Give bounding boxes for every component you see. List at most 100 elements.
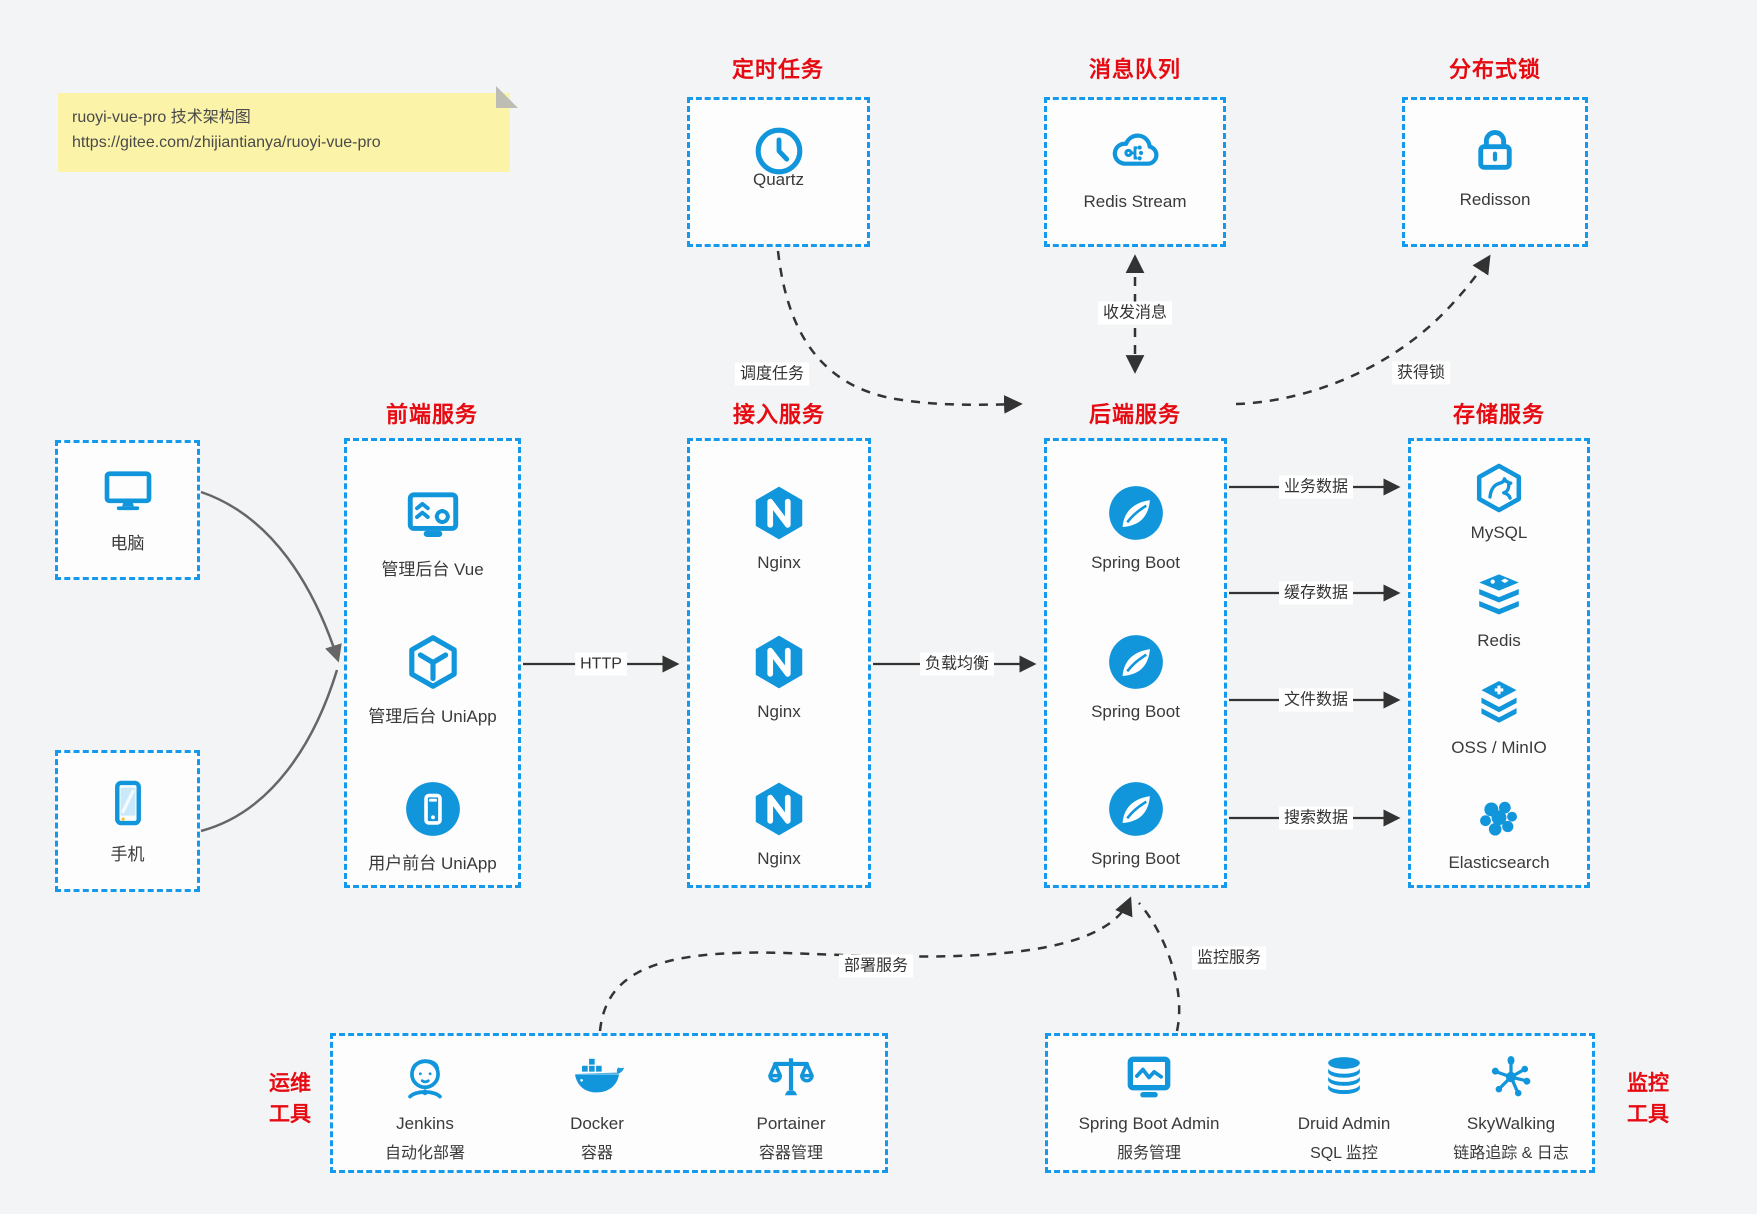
- monitor-service-arrow: [1138, 902, 1181, 1032]
- docker-name: Docker: [570, 1114, 624, 1133]
- spring-boot-icon: [1108, 782, 1163, 836]
- uniapp-cube-icon: [408, 635, 457, 689]
- load-balance-arrow-label: 负载均衡: [919, 652, 995, 676]
- jenkins-node: Jenkins 自动化部署: [330, 1049, 520, 1163]
- note-fold-corner: [496, 86, 518, 108]
- lock-icon: [1478, 130, 1512, 170]
- group-title-backend: 后端服务: [1088, 402, 1182, 427]
- mobile-icon: [114, 780, 141, 826]
- nginx-icon: [755, 782, 803, 836]
- mobile-client-box: 手机: [55, 750, 200, 892]
- search-data-arrow-label: 搜索数据: [1278, 806, 1354, 830]
- redisson-label: Redisson: [1459, 190, 1531, 209]
- skywalking-desc: 链路追踪 & 日志: [1453, 1145, 1569, 1162]
- http-arrow-label: HTTP: [575, 652, 627, 676]
- redis-stream-box: Redis Stream: [1044, 97, 1226, 247]
- druid-icon: [1328, 1057, 1360, 1095]
- cloud-stream-icon: [1112, 133, 1159, 166]
- admin-uniapp-label: 管理后台 UniApp: [368, 707, 497, 726]
- access-services-box: Nginx Nginx Nginx: [687, 438, 871, 888]
- druid-admin-node: Druid Admin SQL 监控: [1249, 1049, 1439, 1163]
- send-receive-message-label: 收发消息: [1097, 301, 1173, 325]
- nginx-label: Nginx: [757, 849, 801, 868]
- spring-boot-admin-node: Spring Boot Admin 服务管理: [1054, 1049, 1244, 1163]
- file-data-arrow-label: 文件数据: [1278, 688, 1354, 712]
- group-title-scheduled-task: 定时任务: [731, 57, 825, 82]
- nginx-icon: [755, 486, 803, 540]
- admin-vue-icon: [407, 492, 458, 537]
- portainer-icon: [768, 1058, 814, 1096]
- storage-services-box: MySQL Redis OSS / MinIO: [1408, 438, 1590, 888]
- frontend-services-box: 管理后台 Vue 管理后台 UniApp 用户前台 UniApp: [344, 438, 521, 888]
- mysql-icon: [1476, 463, 1522, 513]
- group-title-frontend: 前端服务: [385, 402, 479, 427]
- user-uniapp-label: 用户前台 UniApp: [368, 854, 497, 873]
- schedule-task-arrow: [776, 250, 1023, 414]
- mysql-label: MySQL: [1470, 523, 1528, 542]
- spring-boot-admin-name: Spring Boot Admin: [1078, 1114, 1220, 1133]
- nginx-icon: [755, 635, 803, 689]
- portainer-desc: 容器管理: [758, 1145, 823, 1162]
- admin-vue-label: 管理后台 Vue: [381, 560, 484, 579]
- mobile-client-label: 手机: [110, 845, 145, 864]
- monitor-tools-side-label: 监控 工具: [1627, 1072, 1669, 1126]
- mobile-to-frontend-connector: [200, 669, 339, 833]
- desktop-icon: [104, 471, 151, 511]
- deploy-service-label: 部署服务: [838, 954, 914, 978]
- spring-boot-admin-icon: [1127, 1056, 1171, 1098]
- note-url: https://gitee.com/zhijiantianya/ruoyi-vu…: [72, 134, 381, 151]
- pc-to-frontend-connector: [200, 490, 342, 663]
- group-title-access: 接入服务: [732, 402, 826, 427]
- backend-services-box: Spring Boot Spring Boot Spring Boot: [1044, 438, 1227, 888]
- redis-icon: [1479, 574, 1519, 615]
- nginx-label: Nginx: [757, 702, 801, 721]
- acquire-lock-arrow: [1235, 254, 1491, 406]
- monitor-tools-box: Spring Boot Admin 服务管理 Druid Admin SQL 监…: [1045, 1033, 1595, 1173]
- druid-admin-desc: SQL 监控: [1310, 1145, 1378, 1162]
- oss-icon: [1481, 680, 1517, 723]
- user-app-icon: [405, 782, 460, 836]
- redis-stream-label: Redis Stream: [1083, 192, 1187, 211]
- note-title: ruoyi-vue-pro 技术架构图: [72, 109, 251, 126]
- spring-boot-icon: [1108, 635, 1163, 689]
- group-title-storage: 存储服务: [1452, 402, 1546, 427]
- spring-boot-icon: [1108, 486, 1163, 540]
- clock-icon: [755, 127, 802, 175]
- spring-boot-admin-desc: 服务管理: [1116, 1145, 1181, 1162]
- group-title-message-queue: 消息队列: [1088, 57, 1182, 82]
- docker-node: Docker 容器: [502, 1049, 692, 1163]
- skywalking-icon: [1491, 1056, 1531, 1097]
- portainer-node: Portainer 容器管理: [696, 1049, 886, 1163]
- redisson-box: Redisson: [1402, 97, 1588, 247]
- nginx-label: Nginx: [757, 553, 801, 572]
- ops-tools-box: Jenkins 自动化部署 Docker 容器: [330, 1033, 888, 1173]
- ops-tools-side-label: 运维 工具: [269, 1072, 311, 1126]
- skywalking-name: SkyWalking: [1466, 1114, 1556, 1133]
- group-title-distributed-lock: 分布式锁: [1448, 57, 1542, 82]
- jenkins-icon: [408, 1059, 442, 1099]
- portainer-name: Portainer: [756, 1114, 826, 1133]
- jenkins-name: Jenkins: [396, 1114, 454, 1133]
- sticky-note: ruoyi-vue-pro 技术架构图 https://gitee.com/zh…: [58, 86, 518, 172]
- spring-boot-label: Spring Boot: [1091, 849, 1180, 868]
- redis-label: Redis: [1477, 631, 1521, 650]
- spring-boot-label: Spring Boot: [1091, 553, 1180, 572]
- acquire-lock-label: 获得锁: [1391, 361, 1451, 385]
- spring-boot-label: Spring Boot: [1091, 702, 1180, 721]
- monitor-service-label: 监控服务: [1191, 946, 1267, 970]
- jenkins-desc: 自动化部署: [384, 1145, 465, 1162]
- elasticsearch-icon: [1480, 801, 1517, 836]
- oss-minio-label: OSS / MinIO: [1451, 738, 1547, 757]
- schedule-task-label: 调度任务: [734, 362, 810, 386]
- quartz-box: Quartz: [687, 97, 870, 247]
- druid-admin-name: Druid Admin: [1297, 1114, 1391, 1133]
- docker-icon: [575, 1058, 625, 1093]
- pc-client-box: 电脑: [55, 440, 200, 580]
- elasticsearch-label: Elasticsearch: [1448, 853, 1550, 872]
- skywalking-node: SkyWalking 链路追踪 & 日志: [1416, 1049, 1606, 1163]
- docker-desc: 容器: [580, 1145, 613, 1162]
- business-data-arrow-label: 业务数据: [1278, 475, 1354, 499]
- cache-data-arrow-label: 缓存数据: [1278, 581, 1354, 605]
- pc-client-label: 电脑: [110, 534, 145, 553]
